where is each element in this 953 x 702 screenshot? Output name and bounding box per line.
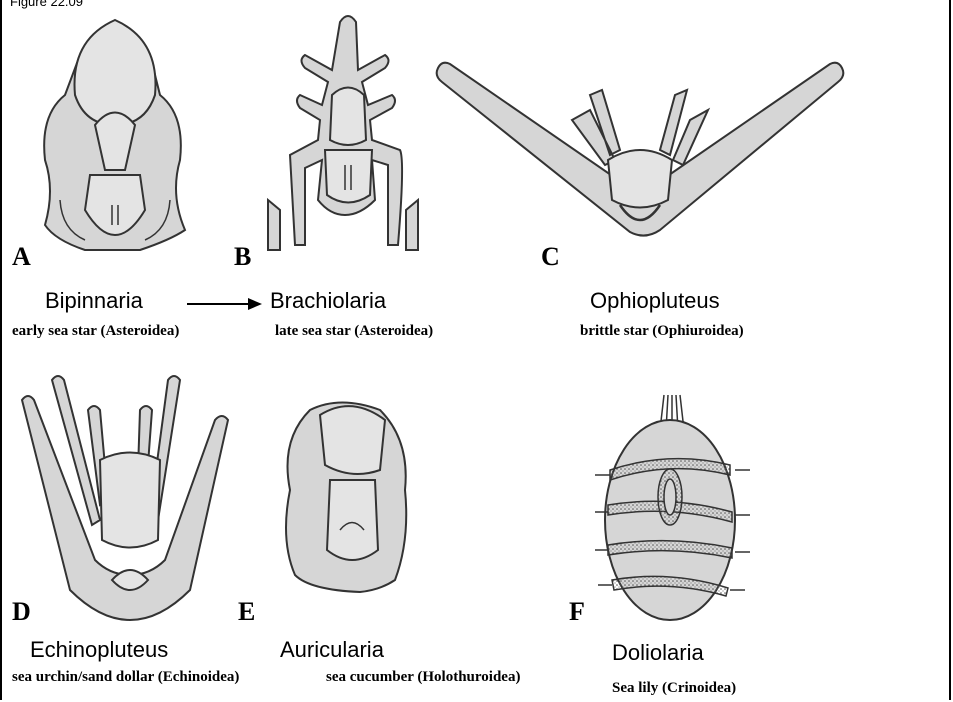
doliolaria-larva-drawing bbox=[595, 395, 750, 620]
bipinnaria-larva-drawing bbox=[44, 20, 185, 250]
echinopluteus-larva-drawing bbox=[22, 376, 228, 620]
group-label-brittle-star: brittle star (Ophiuroidea) bbox=[580, 323, 744, 340]
panel-letter-e: E bbox=[238, 597, 255, 627]
larva-name-auricularia: Auricularia bbox=[280, 637, 384, 663]
group-label-late-sea-star: late sea star (Asteroidea) bbox=[275, 323, 433, 340]
larva-name-doliolaria: Doliolaria bbox=[612, 640, 704, 666]
group-label-sea-urchin: sea urchin/sand dollar (Echinoidea) bbox=[12, 669, 239, 686]
brachiolaria-larva-drawing bbox=[268, 16, 418, 250]
group-label-sea-lily: Sea lily (Crinoidea) bbox=[612, 680, 736, 697]
larva-name-echinopluteus: Echinopluteus bbox=[30, 637, 168, 663]
panel-letter-a: A bbox=[12, 242, 31, 272]
panel-letter-f: F bbox=[569, 597, 585, 627]
panel-letter-c: C bbox=[541, 242, 560, 272]
ophiopluteus-larva-drawing bbox=[437, 63, 844, 236]
larva-name-ophiopluteus: Ophiopluteus bbox=[590, 288, 720, 314]
arrow-bipinnaria-to-brachiolaria bbox=[187, 298, 262, 310]
larva-name-brachiolaria: Brachiolaria bbox=[270, 288, 386, 314]
panel-letter-b: B bbox=[234, 242, 251, 272]
panel-letter-d: D bbox=[12, 597, 31, 627]
larva-name-bipinnaria: Bipinnaria bbox=[45, 288, 143, 314]
group-label-early-sea-star: early sea star (Asteroidea) bbox=[12, 323, 179, 340]
auricularia-larva-drawing bbox=[286, 403, 406, 593]
group-label-sea-cucumber: sea cucumber (Holothuroidea) bbox=[326, 669, 520, 686]
